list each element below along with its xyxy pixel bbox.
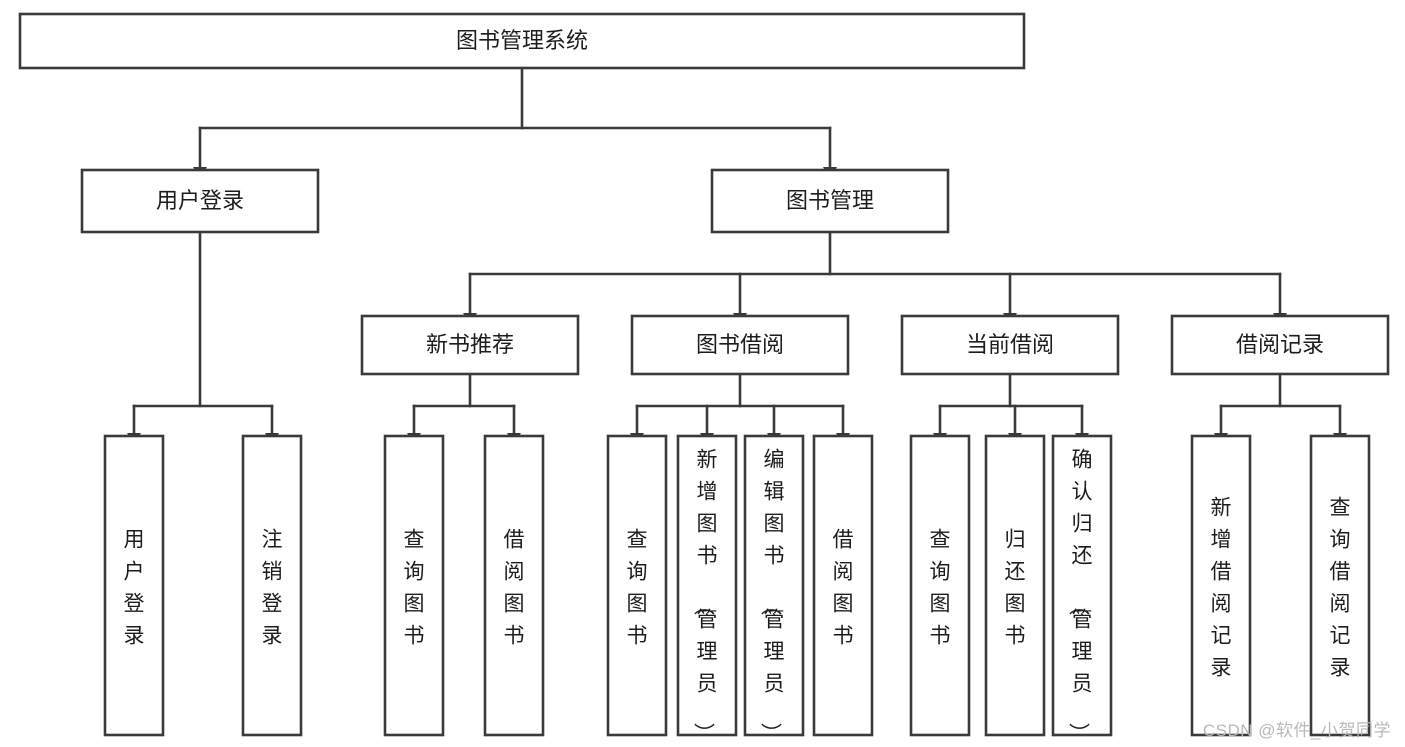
node-book-borrow-box [630, 314, 850, 376]
node-leaf-logout-label: 注销登录 [262, 528, 283, 647]
node-leaf-query-book-2-box [606, 434, 668, 737]
node-leaf-confirm-return-box [1051, 434, 1113, 737]
node-user-login-box [80, 168, 320, 234]
node-leaf-confirm-return[interactable]: 确认归还（管理员） [1051, 434, 1113, 743]
node-borrow-record-label: 借阅记录 [1236, 332, 1324, 357]
node-leaf-add-record-box [1190, 434, 1252, 737]
node-leaf-return-book-box [984, 434, 1046, 737]
node-leaf-edit-book-label: 编辑图书（管理员） [759, 448, 785, 743]
node-borrow-record-box [1170, 314, 1390, 376]
node-leaf-query-record-label: 查询借阅记录 [1330, 496, 1351, 679]
node-book-management-box [710, 168, 950, 234]
node-new-book-recommend-box [360, 314, 580, 376]
node-leaf-logout[interactable]: 注销登录 [241, 434, 303, 737]
node-book-management[interactable]: 图书管理 [710, 168, 950, 234]
node-leaf-logout-box [241, 434, 303, 737]
node-leaf-query-book-1-label: 查询图书 [404, 528, 425, 647]
node-current-borrow[interactable]: 当前借阅 [900, 314, 1120, 376]
node-leaf-borrow-book-2-label: 借阅图书 [833, 528, 854, 647]
node-leaf-add-record-label: 新增借阅记录 [1211, 496, 1232, 679]
node-current-borrow-box [900, 314, 1120, 376]
node-book-borrow-label: 图书借阅 [696, 332, 784, 357]
node-leaf-query-record[interactable]: 查询借阅记录 [1309, 434, 1371, 737]
node-leaf-add-record[interactable]: 新增借阅记录 [1190, 434, 1252, 737]
node-new-book-recommend-label: 新书推荐 [426, 332, 514, 357]
node-root[interactable]: 图书管理系统 [18, 12, 1026, 70]
node-leaf-user-login-box [103, 434, 165, 737]
node-leaf-query-book-3-label: 查询图书 [930, 528, 951, 647]
node-layer: 图书管理系统用户登录图书管理新书推荐图书借阅当前借阅借阅记录用户登录注销登录查询… [18, 12, 1390, 743]
node-leaf-borrow-book-1-box [483, 434, 545, 737]
node-borrow-record[interactable]: 借阅记录 [1170, 314, 1390, 376]
node-leaf-borrow-book-2-box [812, 434, 874, 737]
node-leaf-user-login[interactable]: 用户登录 [103, 434, 165, 737]
node-leaf-query-book-3-box [909, 434, 971, 737]
node-new-book-recommend[interactable]: 新书推荐 [360, 314, 580, 376]
node-root-label: 图书管理系统 [456, 28, 588, 53]
node-leaf-return-book[interactable]: 归还图书 [984, 434, 1046, 737]
node-leaf-add-book[interactable]: 新增图书（管理员） [676, 434, 738, 743]
node-leaf-add-book-box [676, 434, 738, 737]
node-leaf-query-book-3[interactable]: 查询图书 [909, 434, 971, 737]
node-leaf-return-book-label: 归还图书 [1005, 528, 1026, 647]
node-user-login-label: 用户登录 [156, 188, 244, 213]
node-leaf-query-record-box [1309, 434, 1371, 737]
node-user-login[interactable]: 用户登录 [80, 168, 320, 234]
node-leaf-borrow-book-1[interactable]: 借阅图书 [483, 434, 545, 737]
node-current-borrow-label: 当前借阅 [966, 332, 1054, 357]
node-leaf-edit-book[interactable]: 编辑图书（管理员） [743, 434, 805, 743]
node-leaf-add-book-label: 新增图书（管理员） [692, 448, 718, 743]
node-book-management-label: 图书管理 [786, 188, 874, 213]
node-book-borrow[interactable]: 图书借阅 [630, 314, 850, 376]
node-leaf-borrow-book-2[interactable]: 借阅图书 [812, 434, 874, 737]
node-leaf-user-login-label: 用户登录 [124, 528, 145, 647]
node-leaf-borrow-book-1-label: 借阅图书 [504, 528, 525, 647]
node-root-box [18, 12, 1026, 70]
node-leaf-edit-book-box [743, 434, 805, 737]
node-leaf-query-book-2-label: 查询图书 [627, 528, 648, 647]
connector-layer [127, 66, 1347, 445]
node-leaf-query-book-2[interactable]: 查询图书 [606, 434, 668, 737]
node-leaf-query-book-1-box [383, 434, 445, 737]
node-leaf-query-book-1[interactable]: 查询图书 [383, 434, 445, 737]
node-leaf-confirm-return-label: 确认归还（管理员） [1067, 448, 1093, 743]
